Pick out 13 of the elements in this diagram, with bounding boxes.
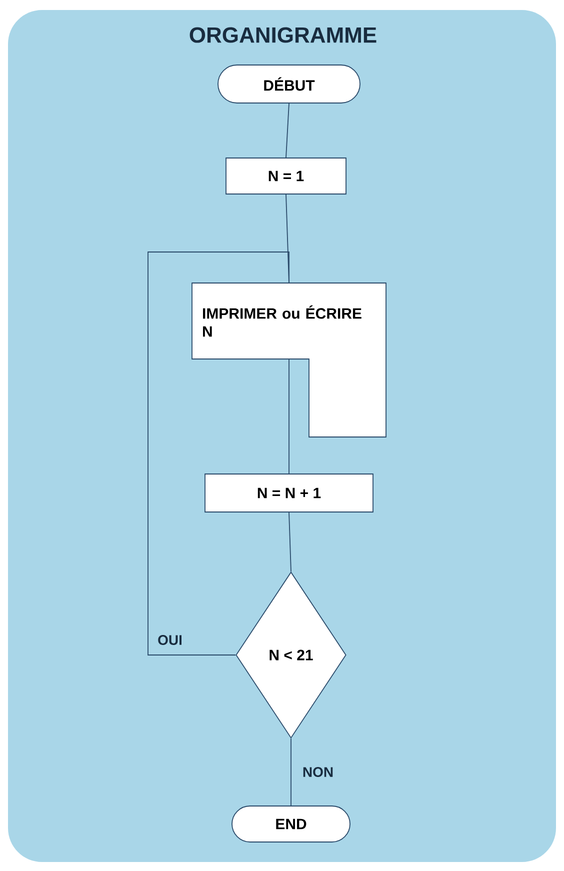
title: ORGANIGRAMME [190, 27, 376, 43]
connector-line [288, 512, 292, 572]
connector-line [148, 252, 290, 656]
edge-label: NON [303, 767, 333, 777]
terminal-box: END [232, 806, 350, 842]
output-box: IMPRIMER ou ÉCRIRE N [192, 282, 386, 438]
connector-line [290, 738, 292, 806]
connector-line [288, 358, 290, 474]
process-box: N = 1 [226, 158, 346, 194]
connector-line [286, 103, 290, 158]
process-box: N = N + 1 [204, 474, 374, 512]
terminal-box: DÉBUT [218, 64, 360, 104]
edge-label: OUI [158, 635, 182, 645]
